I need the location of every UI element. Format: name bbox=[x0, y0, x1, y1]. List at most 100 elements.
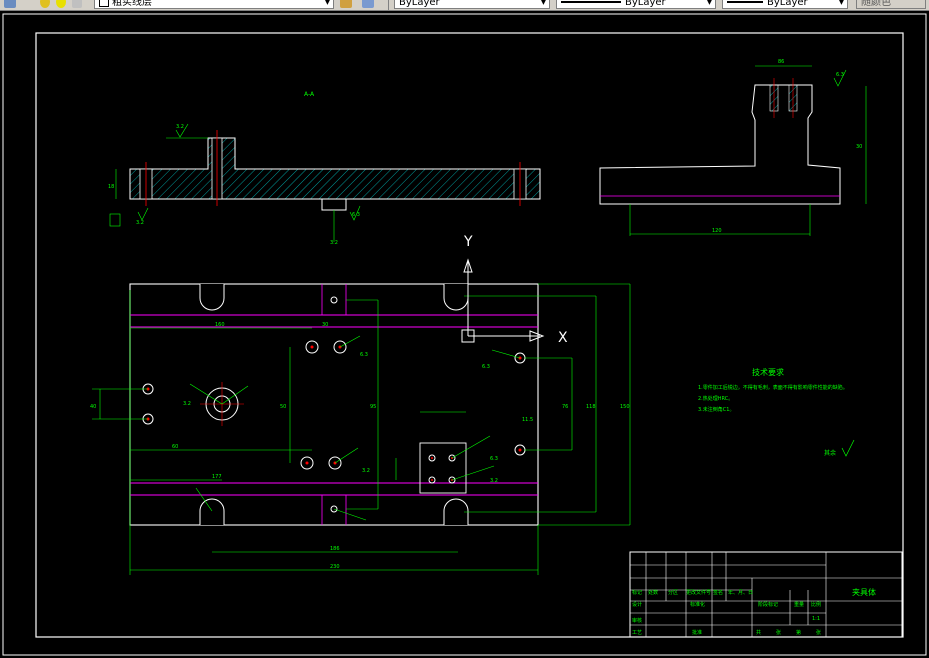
tb-label: 签名 bbox=[713, 589, 723, 596]
plan-outline bbox=[129, 283, 539, 526]
tb-label: 审核 bbox=[632, 617, 642, 624]
ucs-y-label: Y bbox=[463, 234, 473, 250]
u-slot bbox=[443, 498, 469, 525]
tb-label: 比例 bbox=[811, 601, 821, 608]
u-slot bbox=[443, 284, 469, 311]
title-block: 标记 处数 分区 更改文件号 签名 年、月、日 设计 标准化 审核 工艺 批准 … bbox=[629, 551, 903, 638]
layer-previous-icon[interactable] bbox=[362, 0, 374, 8]
tb-label: 张 bbox=[816, 629, 821, 636]
linetype-dropdown[interactable]: ByLayer ▼ bbox=[556, 0, 716, 9]
dim-text: 120 bbox=[712, 228, 722, 234]
tb-label: 批准 bbox=[692, 629, 702, 636]
toolbar-separator bbox=[388, 0, 389, 10]
tech-title: 技术要求 bbox=[752, 367, 784, 377]
lineweight-sample bbox=[727, 1, 763, 3]
dimension-lines bbox=[92, 283, 631, 575]
tb-label: 分区 bbox=[668, 589, 678, 596]
roughness-text: 6.3 bbox=[482, 364, 490, 370]
side-view: 86 6.3 30 120 bbox=[599, 59, 867, 236]
roughness-text: 6.3 bbox=[352, 212, 360, 218]
chevron-down-icon: ▼ bbox=[324, 0, 331, 6]
dim-text: 76 bbox=[562, 404, 568, 410]
roughness-text: 3.2 bbox=[490, 478, 498, 484]
chevron-down-icon: ▼ bbox=[838, 0, 845, 6]
tb-label: 标准化 bbox=[690, 601, 705, 608]
linetype-value: ByLayer bbox=[625, 0, 666, 8]
chevron-down-icon: ▼ bbox=[706, 0, 713, 6]
tb-label: 阶段标记 bbox=[758, 601, 778, 608]
leader-lines bbox=[189, 335, 521, 521]
roughness-text: 3.2 bbox=[330, 240, 338, 246]
dim-text: 30 bbox=[856, 144, 862, 150]
dim-text: 150 bbox=[620, 404, 630, 410]
datum-box bbox=[109, 213, 121, 227]
dim-text: 160 bbox=[215, 322, 225, 328]
tb-label: 张 bbox=[776, 629, 781, 636]
dim-text: 86 bbox=[778, 59, 784, 65]
section-label: A-A bbox=[304, 91, 315, 98]
side-body bbox=[599, 84, 841, 205]
u-slot bbox=[199, 284, 225, 311]
tb-scale: 1:1 bbox=[812, 616, 820, 622]
u-slot bbox=[199, 498, 225, 525]
dimension-texts: 160 30 60 177 230 186 118 150 95 76 40 5… bbox=[90, 322, 630, 570]
layer-color-icon bbox=[99, 0, 109, 7]
tb-label: 处数 bbox=[648, 589, 658, 596]
color-dropdown[interactable]: ByLayer ▼ bbox=[394, 0, 550, 9]
dim-text: 186 bbox=[330, 546, 340, 552]
chevron-down-icon: ▼ bbox=[540, 0, 547, 6]
linetype-sample bbox=[561, 1, 621, 3]
pocket bbox=[419, 442, 467, 494]
sheet-border bbox=[2, 13, 927, 656]
roughness-rest-label: 其余 bbox=[824, 449, 836, 457]
layer-name: 粗实线层 bbox=[112, 0, 152, 8]
roughness-icon bbox=[175, 123, 189, 138]
lineweight-dropdown[interactable]: ByLayer ▼ bbox=[722, 0, 848, 9]
tech-item: 1.零件加工后锐边，不得有毛刺，表面不得有影响零件性能的缺陷。 bbox=[698, 384, 848, 391]
dim-text: 11.5 bbox=[522, 417, 533, 423]
tb-label: 设计 bbox=[632, 601, 642, 608]
section-view: A-A 18 3.2 3.2 6.3 3.2 bbox=[108, 91, 541, 246]
tb-label: 更改文件号 bbox=[686, 589, 711, 596]
hole-centers bbox=[146, 345, 522, 481]
dim-text: 60 bbox=[172, 444, 178, 450]
roughness-icon bbox=[841, 439, 855, 457]
dim-text: 95 bbox=[370, 404, 376, 410]
lock-icon[interactable] bbox=[72, 0, 82, 8]
tech-item: 2.热处理HRC。 bbox=[698, 395, 733, 402]
tech-requirements: 技术要求 1.零件加工后锐边，不得有毛刺，表面不得有影响零件性能的缺陷。 2.热… bbox=[698, 367, 855, 457]
make-current-icon[interactable] bbox=[340, 0, 352, 8]
roughness-text: 6.3 bbox=[360, 352, 368, 358]
roughness-icon bbox=[137, 207, 149, 221]
plan-view: 160 30 60 177 230 186 118 150 95 76 40 5… bbox=[90, 283, 631, 575]
tb-label: 年、月、日 bbox=[728, 589, 753, 596]
tb-label: 共 bbox=[756, 629, 761, 636]
layer-dropdown[interactable]: 粗实线层 ▼ bbox=[94, 0, 334, 9]
ucs-icon: Y X bbox=[461, 234, 568, 346]
lineweight-value: ByLayer bbox=[767, 0, 808, 8]
dim-text: 230 bbox=[330, 564, 340, 570]
dim-text: 40 bbox=[90, 404, 96, 410]
dim-text: 30 bbox=[322, 322, 328, 328]
sun-icon[interactable] bbox=[56, 0, 66, 8]
section-tab bbox=[321, 199, 347, 211]
tech-item: 3.未注倒角C1。 bbox=[698, 406, 734, 413]
properties-toolbar: 粗实线层 ▼ ByLayer ▼ ByLayer ▼ ByLayer ▼ 随颜色 bbox=[0, 0, 929, 11]
dim-text: 50 bbox=[280, 404, 286, 410]
ucs-x-label: X bbox=[558, 330, 568, 346]
dim-text: 177 bbox=[212, 474, 222, 480]
bulb-icon[interactable] bbox=[40, 0, 50, 8]
roughness-text: 3.2 bbox=[176, 124, 184, 130]
roughness-text: 3.2 bbox=[136, 220, 144, 226]
drawing-canvas[interactable]: A-A 18 3.2 3.2 6.3 3.2 86 6 bbox=[0, 11, 929, 658]
dim-text: 118 bbox=[586, 404, 596, 410]
dim-text: 18 bbox=[108, 184, 114, 190]
layer-manager-icon[interactable] bbox=[4, 0, 16, 8]
plotstyle-value: 随颜色 bbox=[861, 0, 891, 8]
color-value: ByLayer bbox=[399, 0, 440, 8]
roughness-text: 6.3 bbox=[490, 456, 498, 462]
tb-label: 重量 bbox=[794, 601, 804, 608]
drawing-frame bbox=[35, 32, 904, 638]
tb-label: 工艺 bbox=[632, 630, 642, 636]
plotstyle-dropdown[interactable]: 随颜色 bbox=[856, 0, 926, 9]
